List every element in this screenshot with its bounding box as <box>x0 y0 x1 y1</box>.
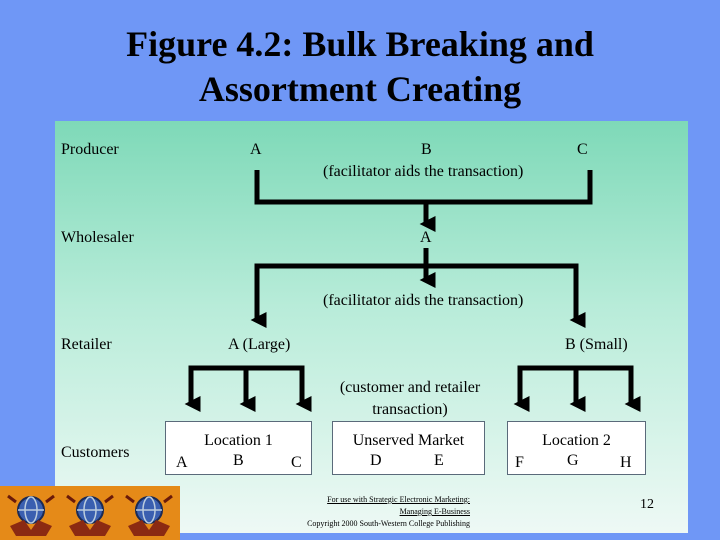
producer-c: C <box>577 141 588 158</box>
customer-item: H <box>620 454 632 471</box>
level-producer: Producer <box>61 141 119 158</box>
customer-box-location-2: Location 2 F G H <box>507 421 646 475</box>
wholesaler-note: (facilitator aids the transaction) <box>323 292 524 309</box>
producer-a: A <box>250 141 262 158</box>
footer-line-1: For use with Strategic Electronic Market… <box>327 495 470 504</box>
customer-item: A <box>176 454 188 471</box>
customer-item: B <box>233 452 244 469</box>
globe-logo-icon <box>2 486 60 540</box>
level-customers: Customers <box>61 444 130 461</box>
footer-line-3: Copyright 2000 South-Western College Pub… <box>307 519 470 528</box>
customer-item: G <box>567 452 579 469</box>
retailer-a-large: A (Large) <box>228 336 291 353</box>
customer-box-location-1: Location 1 A B C <box>165 421 312 475</box>
customer-box-title: Unserved Market <box>352 432 465 449</box>
customer-box-title: Location 1 <box>204 432 273 449</box>
connector-wholesaler-split <box>254 263 579 312</box>
retailer-b-small: B (Small) <box>565 336 628 353</box>
customer-box-unserved-market: Unserved Market D E <box>332 421 485 475</box>
globe-logo-icon <box>120 486 178 540</box>
level-wholesaler: Wholesaler <box>61 229 134 246</box>
title-line-1: Figure 4.2: Bulk Breaking and <box>126 24 594 64</box>
footer-line-2: Managing E-Business <box>399 507 470 516</box>
logo-strip <box>0 486 180 540</box>
customer-item: D <box>370 452 382 469</box>
page-number: 12 <box>640 497 654 512</box>
customer-item: C <box>291 454 302 471</box>
copyright-footer: For use with Strategic Electronic Market… <box>255 494 470 530</box>
producer-b: B <box>421 141 432 158</box>
retailer-note-line-1: (customer and retailer <box>339 379 481 396</box>
retailer-note-line-2: transaction) <box>372 401 448 418</box>
customer-box-title: Location 2 <box>542 432 611 449</box>
wholesaler-a: A <box>420 229 432 246</box>
level-retailer: Retailer <box>61 336 112 353</box>
customer-item: E <box>434 452 444 469</box>
globe-logo-icon <box>61 486 119 540</box>
title-line-2: Assortment Creating <box>198 69 522 109</box>
producer-b-note: (facilitator aids the transaction) <box>323 163 524 180</box>
customer-item: F <box>515 454 524 471</box>
